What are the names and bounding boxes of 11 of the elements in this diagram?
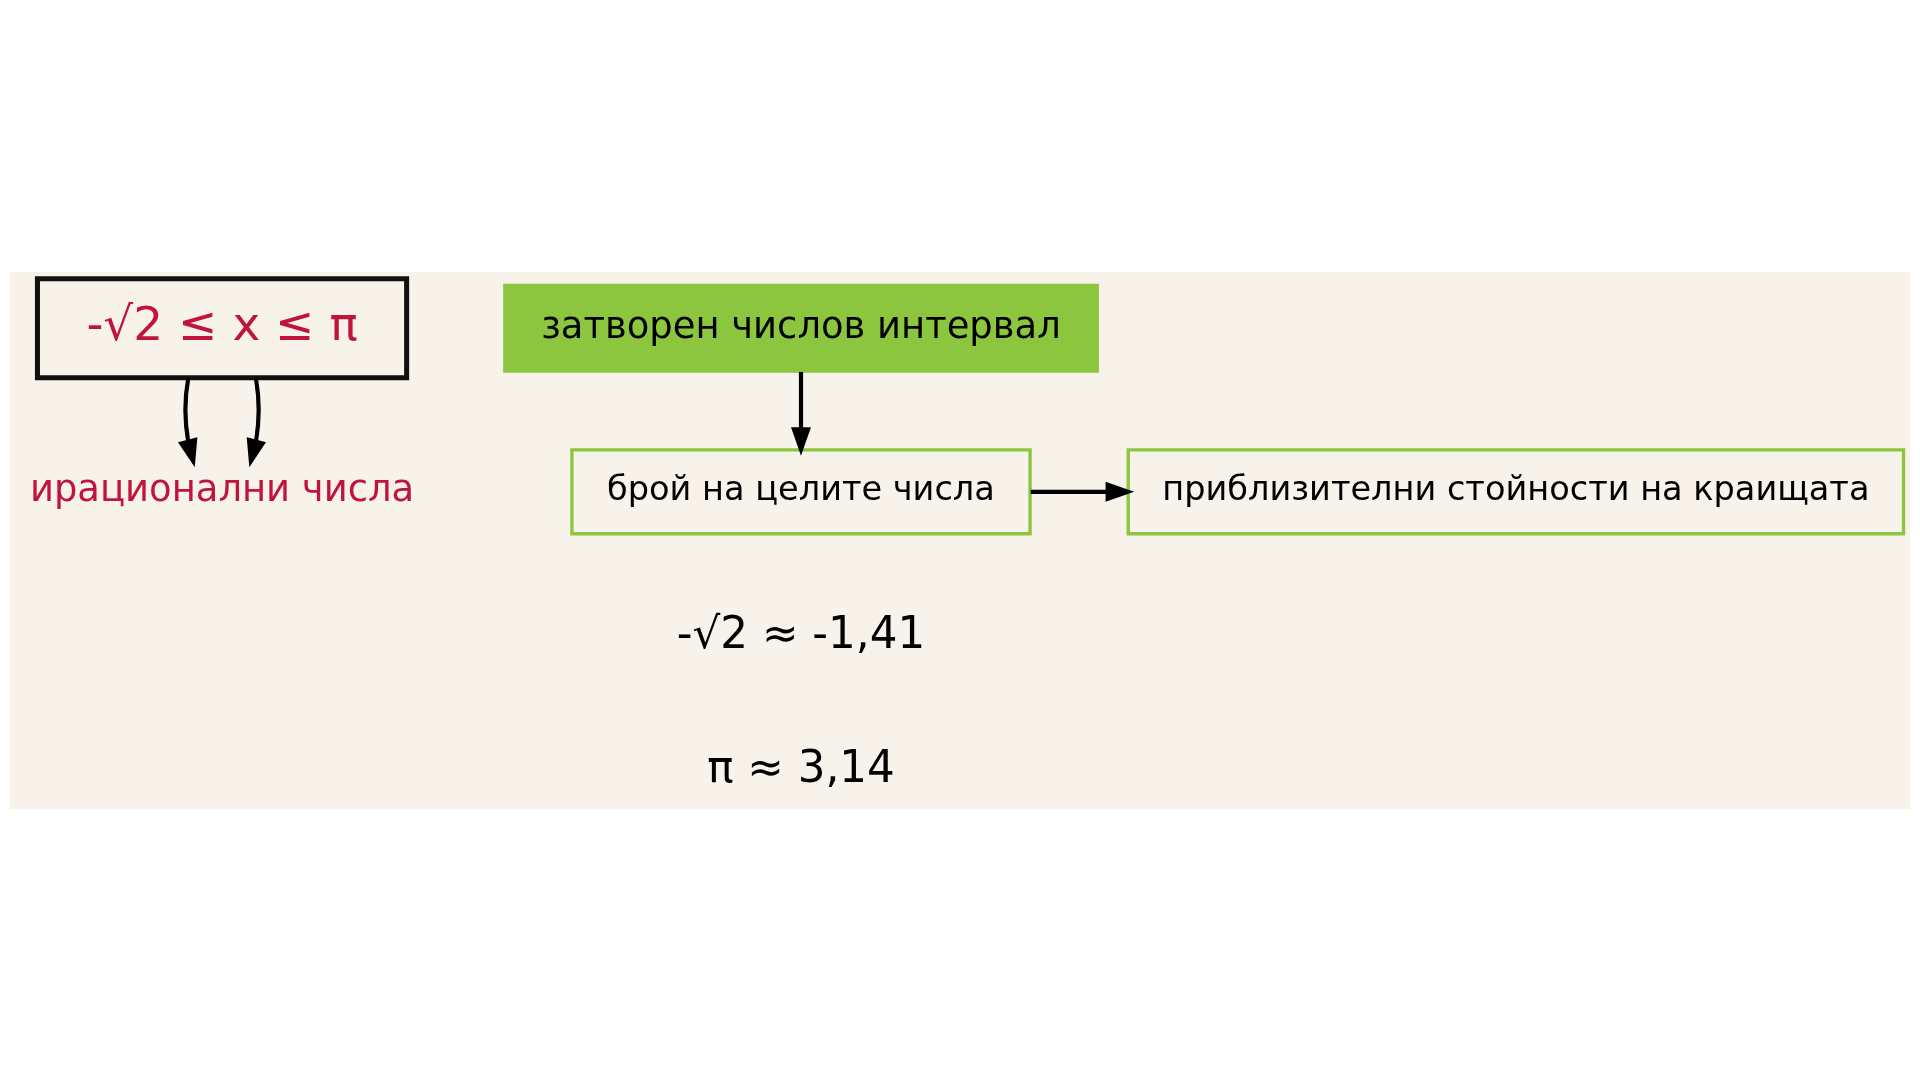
label: π ≈ 3,14 (707, 741, 895, 792)
node-box: брой на целите числа (570, 447, 1032, 535)
node-box: приблизителни стойности на краищата (1126, 447, 1906, 535)
node-box: затворен числов интервал (503, 283, 1099, 373)
arrow (1030, 481, 1135, 502)
arrow (178, 377, 198, 467)
node-box: -√2 ≤ x ≤ π (34, 275, 410, 380)
label: -√2 ≈ -1,41 (676, 607, 926, 658)
arrow (791, 371, 811, 456)
node-text: ирационални числа (29, 466, 415, 510)
arrow (246, 377, 267, 467)
